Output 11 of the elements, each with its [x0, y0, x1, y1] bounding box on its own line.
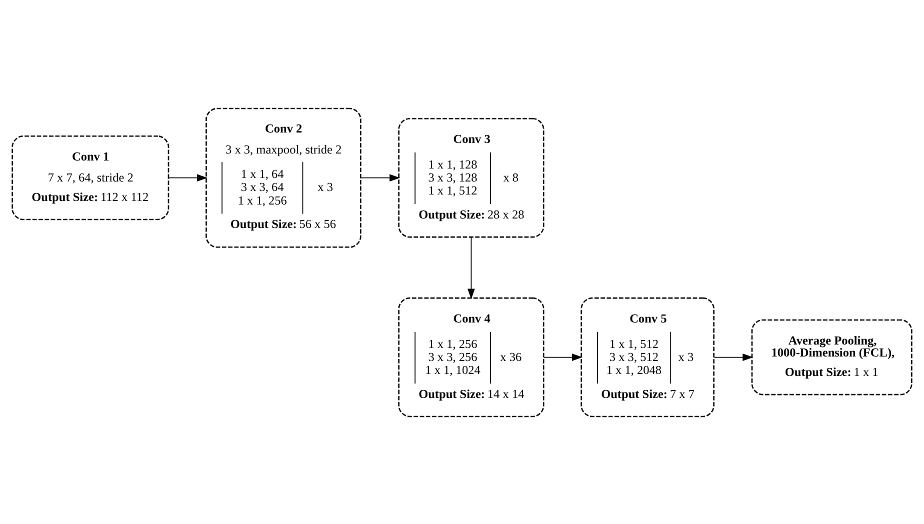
node-box: Conv 2 3 x 3, maxpool, stride 2 1 x 1, 64 3 x 3, 64 1 x 1, 256 x 3 Output Size: 56 x 56 [206, 107, 362, 248]
node-box: Conv 1 7 x 7, 64, stride 2 Output Size: 112 x 112 [12, 135, 170, 220]
node-box: Conv 4 1 x 1, 256 3 x 3, 256 1 x 1, 1024 x 36 Output Size: 14 x 14 [398, 296, 544, 417]
arrow [168, 174, 208, 182]
node-box: Conv 3 1 x 1, 128 3 x 3, 128 1 x 1, 512 x 8 Output Size: 28 x 28 [398, 117, 544, 238]
node-box: Average Pooling, 1000-Dimension (FCL), Output Size: 1 x 1 [751, 318, 912, 395]
arrow [543, 353, 582, 360]
arrow [714, 353, 754, 360]
arrow [360, 174, 400, 182]
node-box: Conv 5 1 x 1, 512 3 x 3, 512 1 x 1, 2048 x 3 Output Size: 7 x 7 [580, 296, 714, 417]
arrow [468, 236, 475, 299]
